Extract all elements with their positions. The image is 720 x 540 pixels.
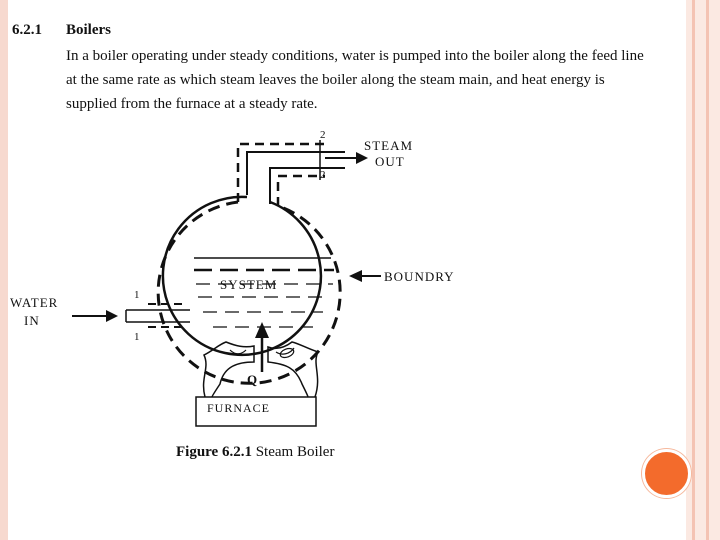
flame-detail [279,347,295,359]
boiler-drum [161,195,323,357]
boundary-label: BOUNDRY [384,269,455,284]
furnace-flames [267,341,320,398]
system-boundary [156,200,342,385]
section-paragraph: In a boiler operating under steady condi… [66,48,644,112]
point-1-label-top: 1 [134,289,140,301]
steam-out-arrowhead [356,152,368,164]
steam-pipe-inner-wall [269,167,345,204]
section-title: Boilers [66,22,111,38]
heat-arrowhead [255,322,269,338]
in-label: IN [24,313,40,328]
furnace-flames [202,341,255,398]
system-label: SYSTEM [220,277,277,292]
feed-pipe [125,309,190,323]
orange-circle-ornament [642,449,691,498]
steam-pipe-boundary [276,174,325,206]
band-line [692,0,695,540]
band-line [706,0,709,540]
steam-pipe-outer-wall [246,151,345,195]
heat-label: Q [247,372,257,387]
furnace-box [195,396,317,427]
out-label: OUT [375,154,405,169]
figure-title: Steam Boiler [255,444,335,460]
left-decorative-stripe [0,0,8,540]
point-2-label-bottom: 2 [320,169,326,181]
figure-number: Figure 6.2.1 [176,444,252,460]
point-2-label-top: 2 [320,129,326,141]
water-label: WATER [10,295,58,310]
section-number: 6.2.1 [12,22,42,38]
boundary-arrowhead [349,270,362,282]
steam-pipe-boundary [236,142,325,202]
furnace-label: FURNACE [207,401,270,415]
steam-label: STEAM [364,138,413,153]
figure-caption: Figure 6.2.1 Steam Boiler [176,444,334,461]
point-1-label-bottom: 1 [134,331,140,343]
water-in-arrowhead [106,310,118,322]
right-decorative-band [686,0,720,540]
